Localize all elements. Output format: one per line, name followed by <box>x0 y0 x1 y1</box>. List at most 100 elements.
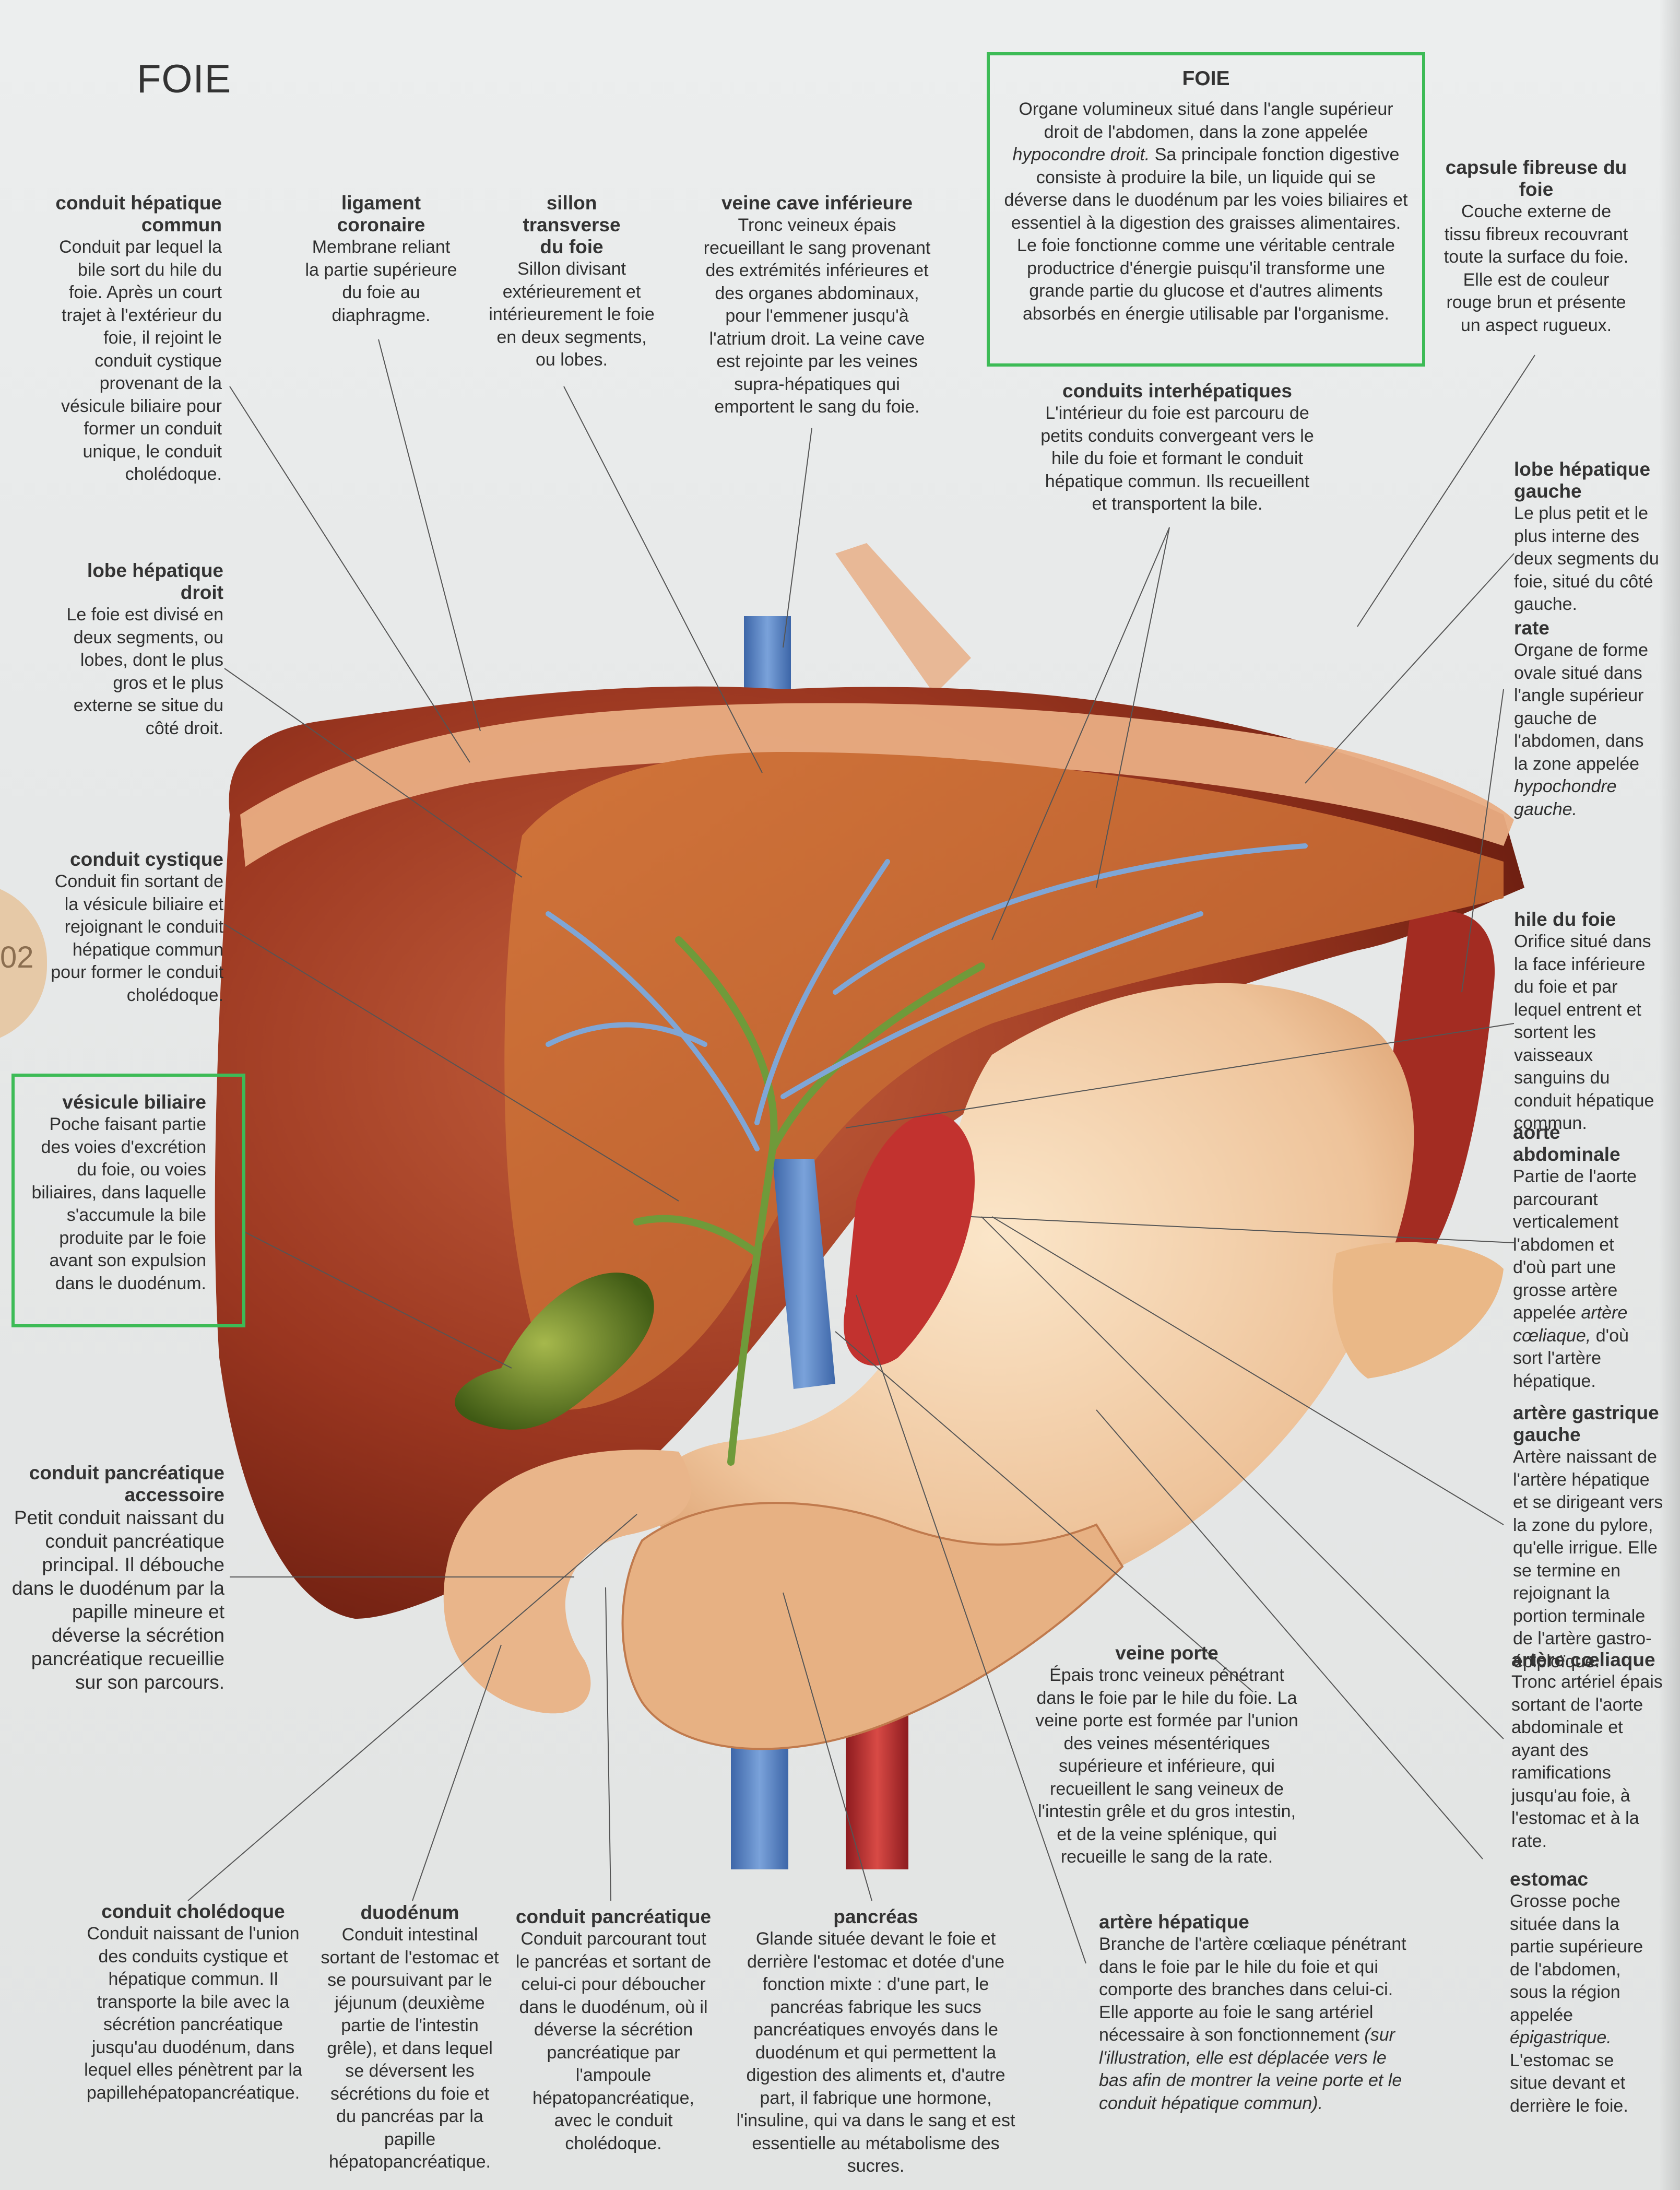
label-title: lobe hépatique gauche <box>1514 458 1651 502</box>
label-text: Conduit parcourant tout le pancréas et s… <box>515 1929 712 2153</box>
intrahepatic-vessels <box>546 843 1308 1151</box>
label-text: Conduit par lequel la bile sort du hile … <box>59 237 222 484</box>
label-text: Le plus petit et le plus interne des deu… <box>1514 503 1659 614</box>
label-text: Conduit intestinal sortant de l'estomac … <box>321 1925 499 2172</box>
label-title: hile du foie <box>1514 909 1616 930</box>
gallbladder <box>455 1273 654 1430</box>
label-title: conduit pancréatique <box>515 1906 712 1927</box>
pancreas-shape <box>621 1502 1124 1750</box>
duodenum-shape <box>443 1450 691 1714</box>
info-box-title: FOIE <box>1182 67 1230 90</box>
label-title: conduits interhépatiques <box>1062 380 1292 402</box>
label-ligament-coronaire: ligament coronaire Membrane reliant la p… <box>303 192 459 327</box>
aorte-text-b: d'où sort l'artère hépatique. <box>1513 1325 1629 1391</box>
hepatic-artery <box>844 1113 975 1366</box>
label-text: Sillon divisant extérieurement et intéri… <box>489 259 655 370</box>
pancreas-tail <box>1332 1242 1504 1379</box>
label-text: Grosse poche située dans la partie supér… <box>1510 1890 1651 2117</box>
label-artere-hepatique: artère hépatique Branche de l'artère cœl… <box>1099 1911 1407 2115</box>
label-title: rate <box>1514 617 1549 639</box>
artere-hepatique-text-italic: (sur l'illustration, elle est déplacée v… <box>1099 2025 1402 2113</box>
label-title: pancréas <box>833 1906 918 1927</box>
vesicule-highlight-box <box>11 1074 245 1327</box>
label-capsule-fibreuse: capsule fibreuse du foie Couche externe … <box>1441 157 1631 337</box>
label-lobe-hepatique-gauche: lobe hépatique gauche Le plus petit et l… <box>1514 458 1665 616</box>
liver-section <box>504 752 1504 1410</box>
label-text: Artère naissant de l'artère hépatique et… <box>1513 1447 1663 1671</box>
label-title: artère cœliaque <box>1511 1649 1655 1670</box>
label-title: conduit cholédoque <box>101 1901 285 1922</box>
diaphragm-fold <box>240 703 1514 867</box>
label-text: Tronc veineux épais recueillant le sang … <box>703 215 931 417</box>
label-conduit-hepatique-commun: conduit hépatique commun Conduit par leq… <box>47 192 222 486</box>
label-conduit-choledoque: conduit cholédoque Conduit naissant de l… <box>84 1901 303 2104</box>
label-aorte-abdominale: aorte abdominale Partie de l'aorte parco… <box>1513 1122 1649 1393</box>
label-text: Poche faisant partie des voies d'excréti… <box>31 1114 206 1293</box>
label-estomac: estomac Grosse poche située dans la part… <box>1510 1868 1651 2117</box>
label-title: artère gastrique gauche <box>1513 1402 1659 1445</box>
bile-ducts <box>633 936 985 1466</box>
aorte-text-a: Partie de l'aorte parcourant verticaleme… <box>1513 1167 1637 1323</box>
label-title: conduit hépatique commun <box>55 192 222 236</box>
label-conduit-pancreatique-accessoire: conduit pancréatique accessoire Petit co… <box>10 1462 224 1694</box>
label-text: Partie de l'aorte parcourant verticaleme… <box>1513 1165 1649 1393</box>
label-text: Branche de l'artère cœliaque pénétrant d… <box>1099 1933 1407 2115</box>
label-sillon-transverse: sillon transverse du foie Sillon divisan… <box>488 192 655 372</box>
label-title: artère hépatique <box>1099 1911 1249 1933</box>
page-gutter-shadow <box>1659 0 1680 2190</box>
artere-hepatique-text: Branche de l'artère cœliaque pénétrant d… <box>1099 1934 1406 2045</box>
label-title: ligament coronaire <box>337 192 425 236</box>
label-artere-gastrique-gauche: artère gastrique gauche Artère naissant … <box>1513 1402 1664 1673</box>
rate-text-italic: hypochondre gauche. <box>1514 776 1617 819</box>
label-title: vésicule biliaire <box>62 1091 206 1113</box>
label-conduit-pancreatique: conduit pancréatique Conduit parcourant … <box>514 1906 713 2155</box>
page-title: FOIE <box>137 57 232 101</box>
label-title: duodénum <box>360 1902 459 1923</box>
label-veine-porte: veine porte Épais tronc veineux pénétran… <box>1031 1642 1303 1869</box>
label-title: conduit cystique <box>70 849 223 870</box>
info-box-highlight <box>987 52 1425 367</box>
label-title: conduit pancréatique accessoire <box>29 1462 224 1505</box>
estomac-text-b: L'estomac se situe devant et derrière le… <box>1510 2050 1628 2116</box>
label-duodenum: duodénum Conduit intestinal sortant de l… <box>318 1902 501 2174</box>
label-hile-du-foie: hile du foie Orifice situé dans la face … <box>1514 909 1663 1135</box>
stomach <box>651 983 1414 1621</box>
label-lobe-hepatique-droit: lobe hépatique droit Le foie est divisé … <box>52 560 223 740</box>
estomac-text-a: Grosse poche située dans la partie supér… <box>1510 1891 1643 2025</box>
rate-text-a: Organe de forme ovale situé dans l'angle… <box>1514 640 1649 774</box>
label-text: Orifice situé dans la face inférieure du… <box>1514 932 1654 1133</box>
label-title: veine cave inférieure <box>721 192 913 214</box>
info-box-text-b: Sa principale fonction digestive consist… <box>1004 145 1408 324</box>
label-title: veine porte <box>1115 1642 1218 1664</box>
label-title: capsule fibreuse du foie <box>1445 157 1627 200</box>
aorte-text-italic: artère cœliaque, <box>1513 1303 1628 1346</box>
esophagus <box>835 543 971 694</box>
label-vesicule-biliaire: vésicule biliaire Poche faisant partie d… <box>31 1091 206 1295</box>
info-box-text-italic: hypocondre droit. <box>1012 145 1150 164</box>
label-pancreas: pancréas Glande située devant le foie et… <box>728 1906 1023 2178</box>
label-text: Conduit fin sortant de la vésicule bilia… <box>51 872 223 1005</box>
label-text: Couche externe de tissu fibreux recouvra… <box>1444 202 1629 335</box>
label-text: Conduit naissant de l'union des conduits… <box>84 1924 302 2103</box>
label-artere-coeliaque: artère cœliaque Tronc artériel épais sor… <box>1511 1649 1663 1853</box>
label-veine-cave-inferieure: veine cave inférieure Tronc veineux épai… <box>697 192 937 419</box>
label-title: sillon transverse du foie <box>523 192 621 257</box>
label-rate: rate Organe de forme ovale situé dans l'… <box>1514 617 1650 821</box>
spleen <box>1386 911 1495 1285</box>
label-title: aorte abdominale <box>1513 1122 1620 1165</box>
leader-lines <box>187 339 1535 1964</box>
info-box: FOIE Organe volumineux situé dans l'angl… <box>1002 68 1410 325</box>
label-text: Petit conduit naissant du conduit pancré… <box>11 1507 224 1693</box>
label-text: Épais tronc veineux pénétrant dans le fo… <box>1035 1665 1298 1867</box>
page-number: 02 <box>0 940 34 974</box>
info-box-text-a: Organe volumineux situé dans l'angle sup… <box>1019 99 1393 142</box>
label-text: Membrane reliant la partie supérieure du… <box>305 237 457 325</box>
label-text: Glande située devant le foie et derrière… <box>736 1929 1015 2176</box>
estomac-text-italic: épigastrique. <box>1510 2028 1612 2047</box>
label-text: Tronc artériel épais sortant de l'aorte … <box>1511 1672 1663 1851</box>
info-box-text: Organe volumineux situé dans l'angle sup… <box>1002 98 1410 325</box>
portal-vein <box>773 1159 835 1389</box>
label-title: estomac <box>1510 1868 1589 1890</box>
label-conduit-cystique: conduit cystique Conduit fin sortant de … <box>47 849 223 1007</box>
